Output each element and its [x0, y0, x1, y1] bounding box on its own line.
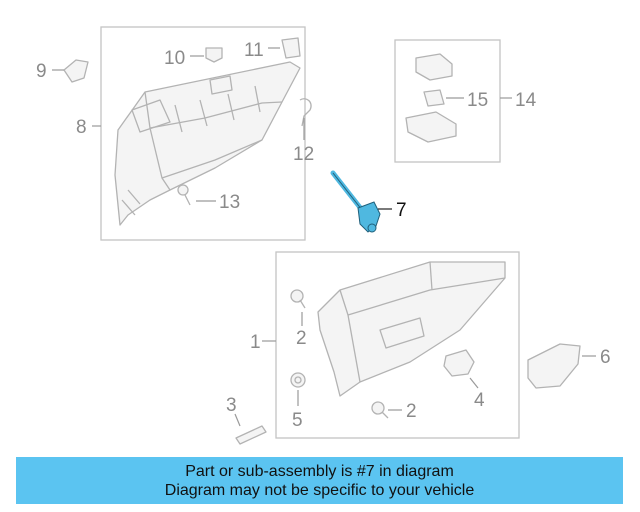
lamp-assembly [405, 53, 457, 143]
callout-7: 7 [396, 200, 407, 221]
callout-3: 3 [226, 395, 237, 416]
part-5-bumper [290, 372, 306, 388]
callout-8: 8 [76, 117, 87, 138]
leader-3 [234, 413, 241, 427]
part-11-clip [281, 37, 301, 59]
part-10-bracket [205, 47, 223, 63]
callout-10: 10 [164, 48, 185, 69]
callout-14: 14 [515, 90, 537, 111]
glove-box-housing [114, 61, 301, 226]
part-13-screw [177, 184, 191, 206]
part-2-fastener-upper [290, 289, 306, 309]
part-6-tray [527, 343, 581, 389]
callout-5: 5 [292, 410, 303, 431]
callout-15: 15 [467, 90, 488, 111]
callout-11: 11 [244, 40, 264, 61]
part-4-latch [443, 349, 475, 377]
callout-2a: 2 [296, 328, 307, 349]
parts-diagram: 8 9 10 11 12 13 14 15 7 1 2 2 3 4 5 6 [36, 26, 611, 445]
callout-9: 9 [36, 61, 47, 82]
callout-4: 4 [474, 390, 485, 411]
part-9-clip [63, 59, 89, 83]
glove-box-door [317, 261, 506, 397]
assembly-box-lower [275, 251, 520, 439]
callout-2b: 2 [406, 401, 417, 422]
assembly-box-upper-left [100, 26, 306, 241]
part-3-pin [235, 425, 267, 445]
callout-12: 12 [293, 144, 314, 165]
callout-13: 13 [219, 192, 240, 213]
part-12-hook [299, 98, 312, 127]
callout-6: 6 [600, 347, 611, 368]
leader-4 [469, 377, 479, 389]
banner-line-1: Part or sub-assembly is #7 in diagram [185, 462, 454, 480]
callout-1: 1 [250, 332, 261, 353]
assembly-box-upper-right [394, 39, 501, 163]
banner-line-2: Diagram may not be specific to your vehi… [164, 481, 475, 499]
part-2-fastener-lower [371, 401, 389, 419]
part-7-damper [330, 170, 381, 233]
info-banner: Part or sub-assembly is #7 in diagram Di… [16, 457, 623, 504]
